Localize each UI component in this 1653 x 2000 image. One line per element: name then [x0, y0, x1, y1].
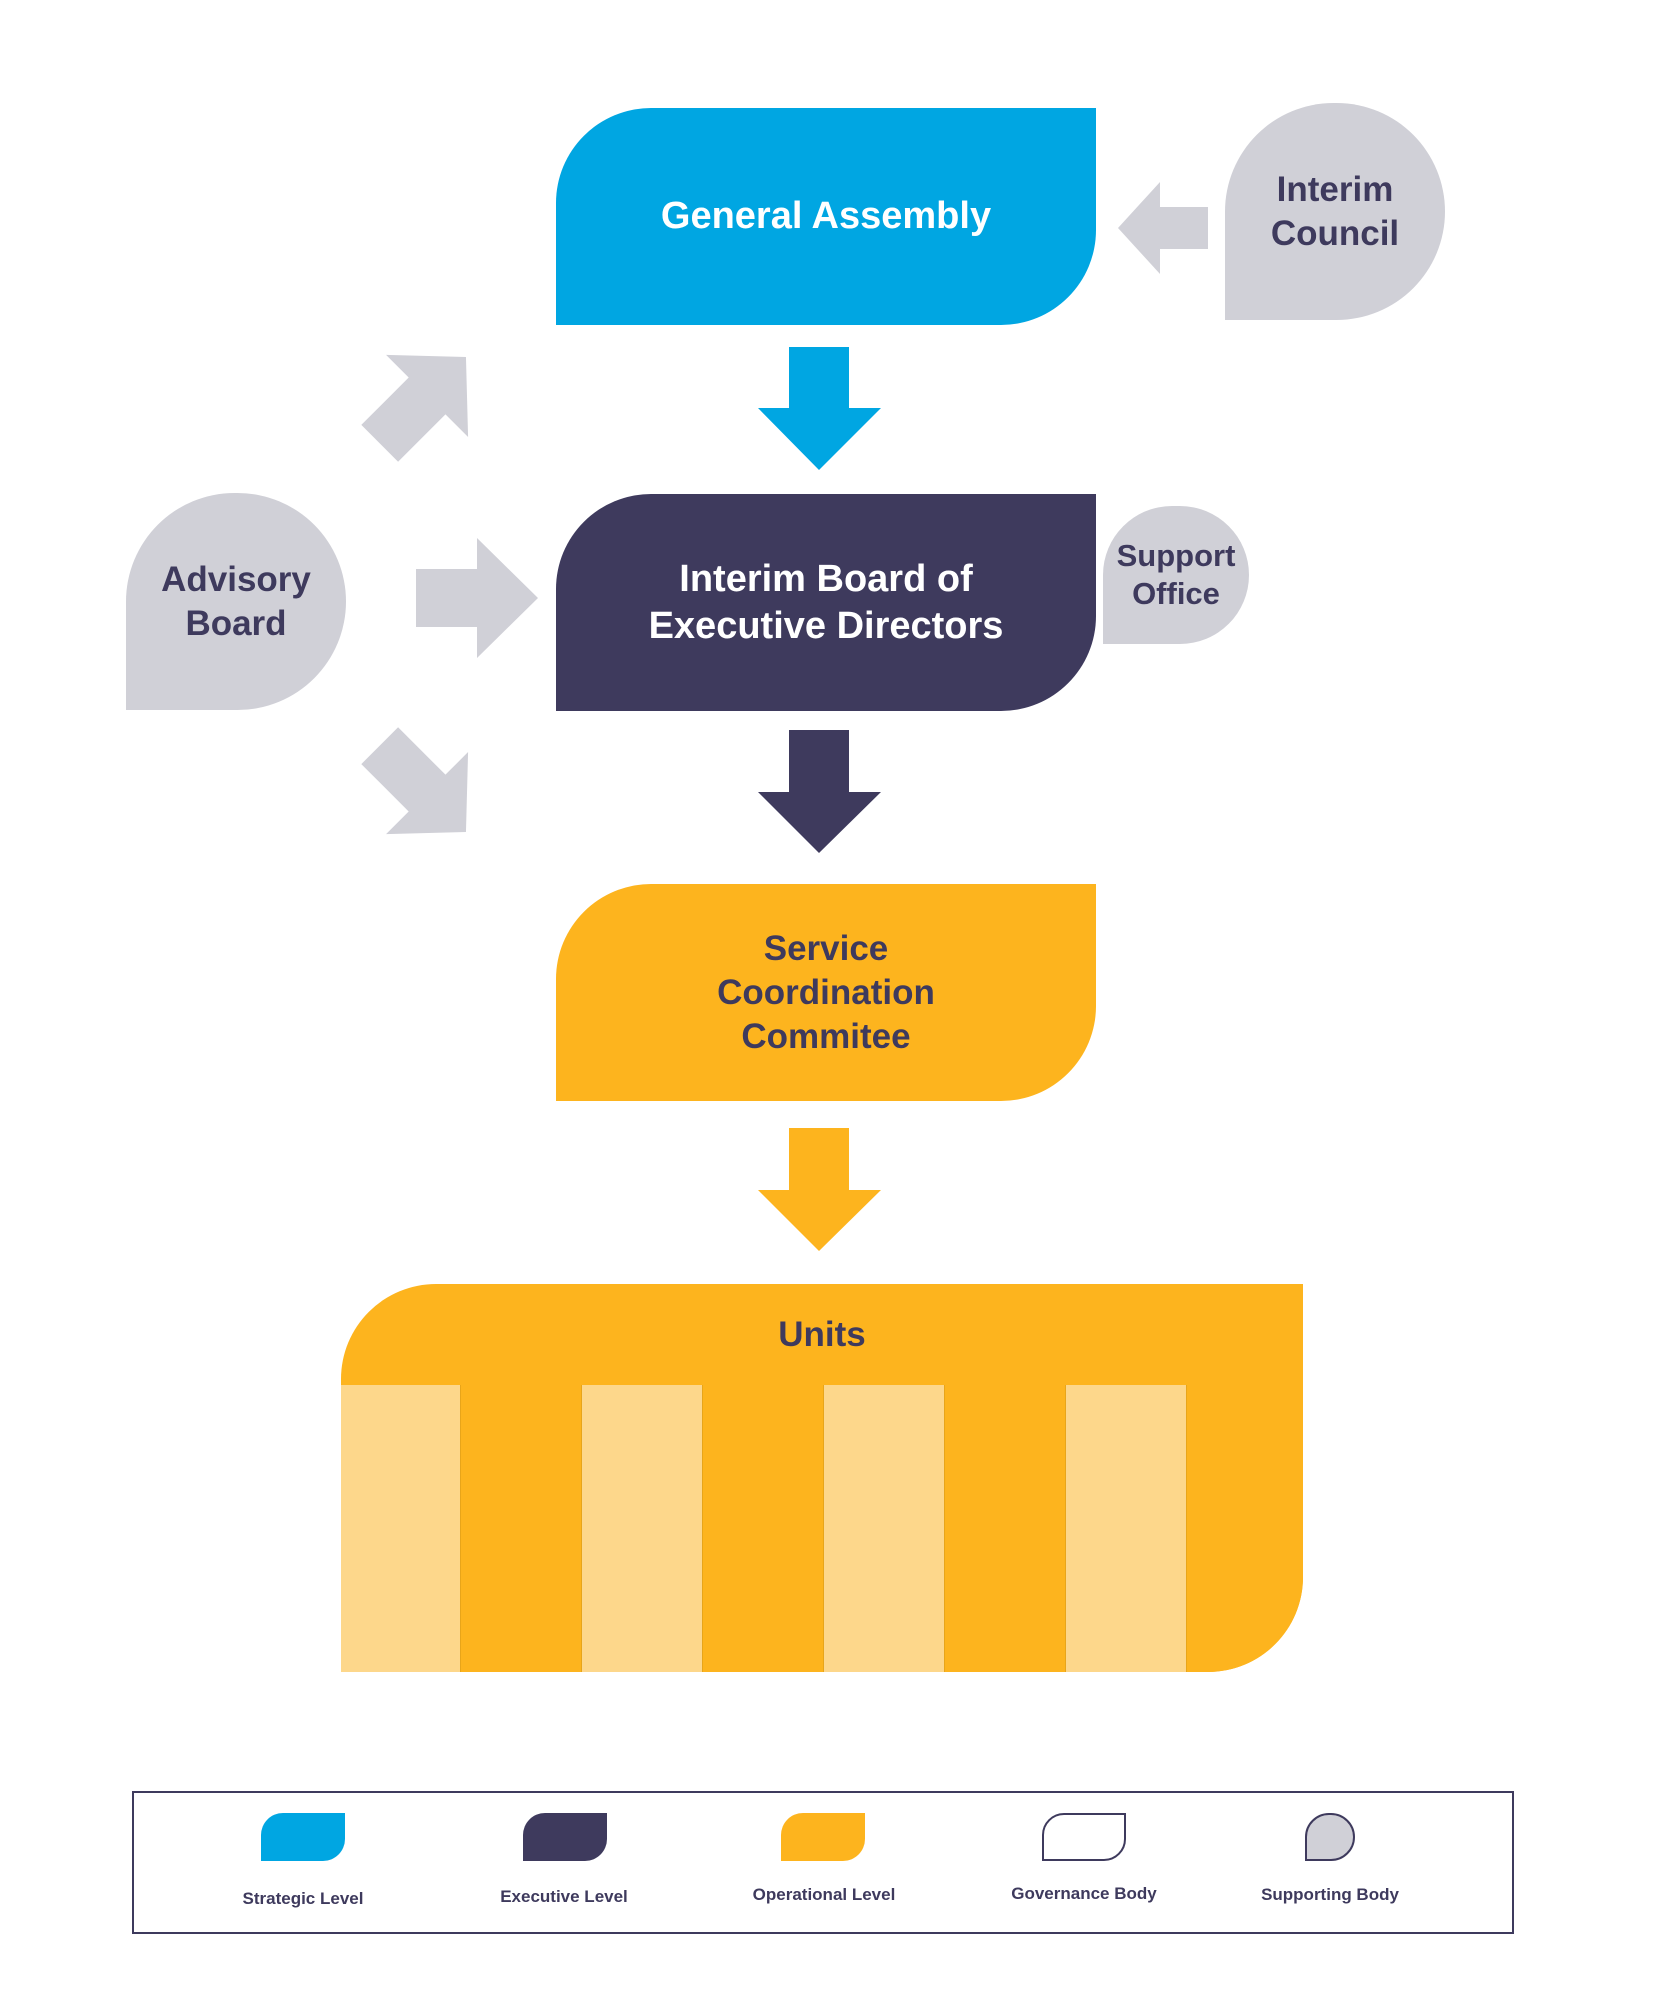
arrow-interim-council-to-general-assembly	[1118, 182, 1208, 274]
interim-council-label-line2: Council	[1270, 213, 1400, 253]
arrow-general-assembly-to-board	[758, 347, 881, 470]
arrow-advisory-to-general-assembly	[361, 354, 469, 462]
unit-column	[1066, 1385, 1187, 1672]
units-title: Units	[778, 1314, 866, 1354]
legend-label-supporting: Supporting Body	[1261, 1885, 1399, 1904]
legend-label-governance: Governance Body	[1011, 1884, 1157, 1903]
advisory-board-node: Advisory Board	[126, 493, 346, 710]
general-assembly-label: General Assembly	[660, 195, 992, 237]
service-committee-label-line1: Service	[763, 928, 889, 968]
arrow-advisory-to-service-committee	[361, 727, 469, 835]
unit-column	[945, 1385, 1066, 1672]
unit-column	[582, 1385, 703, 1672]
general-assembly-node: General Assembly	[556, 108, 1096, 325]
support-office-label-line2: Office	[1132, 576, 1220, 611]
unit-column	[703, 1385, 824, 1672]
interim-council-label-line1: Interim	[1276, 169, 1394, 209]
legend-swatch-governance	[1042, 1813, 1126, 1861]
legend-swatch-supporting	[1305, 1813, 1355, 1861]
unit-column	[1187, 1385, 1303, 1672]
legend: Strategic Level Executive Level Operatio…	[132, 1791, 1514, 1934]
legend-label-executive: Executive Level	[500, 1887, 628, 1906]
legend-swatch-operational	[781, 1813, 865, 1861]
interim-board-label-line1: Interim Board of	[679, 557, 973, 600]
units-node: Units	[341, 1284, 1303, 1672]
support-office-label-line1: Support	[1116, 538, 1236, 573]
arrow-advisory-to-board	[416, 538, 538, 658]
arrow-board-to-service-committee	[758, 730, 881, 853]
interim-board-node: Interim Board of Executive Directors	[556, 494, 1096, 711]
legend-swatch-strategic	[261, 1813, 345, 1861]
advisory-board-label-line2: Board	[185, 603, 287, 643]
legend-label-strategic: Strategic Level	[242, 1889, 364, 1908]
unit-column	[461, 1385, 582, 1672]
advisory-board-label-line1: Advisory	[161, 559, 311, 599]
support-office-node: Support Office	[1103, 506, 1249, 644]
service-committee-label-line2: Coordination	[717, 972, 935, 1012]
unit-column	[824, 1385, 945, 1672]
interim-board-label-line2: Executive Directors	[648, 604, 1004, 647]
unit-column	[341, 1385, 461, 1672]
service-committee-label-line3: Commitee	[741, 1016, 911, 1056]
units-header: Units	[341, 1284, 1303, 1386]
interim-council-node: Interim Council	[1225, 103, 1445, 320]
legend-swatch-executive	[523, 1813, 607, 1861]
arrow-service-committee-to-units	[758, 1128, 881, 1251]
service-committee-node: Service Coordination Commitee	[556, 884, 1096, 1101]
legend-label-operational: Operational Level	[752, 1885, 896, 1904]
